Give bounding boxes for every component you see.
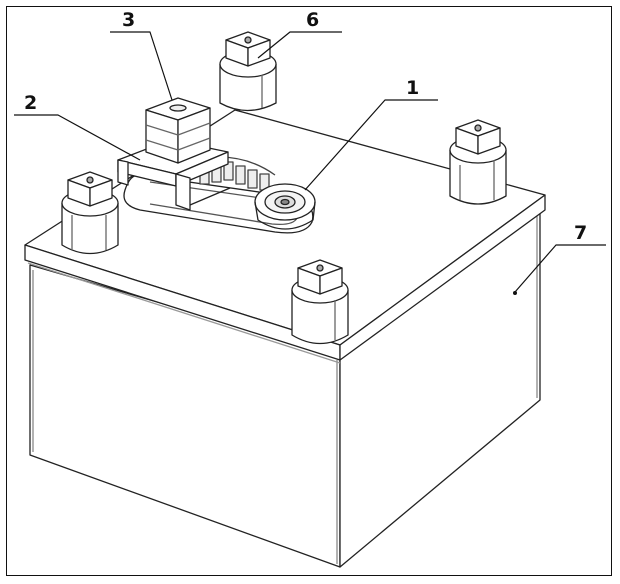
corner-unit-back xyxy=(219,31,277,112)
label-7: 7 xyxy=(574,222,587,244)
corner-unit-front xyxy=(291,259,349,345)
label-6: 6 xyxy=(306,9,319,31)
belt-rail xyxy=(123,156,316,234)
corner-unit-left xyxy=(61,171,119,255)
box-body xyxy=(29,209,541,568)
leader-lines xyxy=(14,31,606,293)
label-1: 1 xyxy=(406,77,419,99)
drive-motor xyxy=(145,97,211,164)
figure-border xyxy=(6,6,612,576)
corner-unit-right xyxy=(449,119,507,205)
label-3: 3 xyxy=(122,9,135,31)
label-2: 2 xyxy=(24,92,37,114)
